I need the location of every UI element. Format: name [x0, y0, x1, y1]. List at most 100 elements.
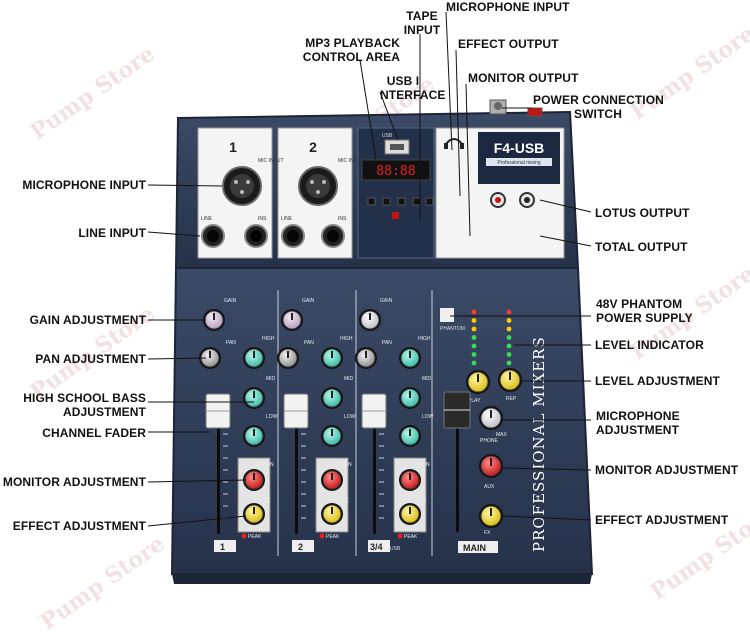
- low-text: LOW: [422, 414, 434, 420]
- jack-socket: [321, 224, 345, 248]
- jack-socket: [201, 224, 225, 248]
- mon-text: MON: [340, 462, 352, 468]
- effect-knob: [321, 503, 343, 525]
- model-name: F4-USB: [494, 140, 545, 156]
- xlr-connector-2: [298, 166, 338, 206]
- pan-knob: [277, 347, 299, 369]
- mic-input-text: MIC INPUT: [258, 158, 284, 164]
- leader-line: [445, 11, 453, 151]
- pan-text: PAN: [226, 340, 236, 346]
- effect-knob: [399, 503, 421, 525]
- peak-led: [241, 533, 247, 539]
- low-eq-knob: [399, 425, 421, 447]
- high-eq-knob: [399, 347, 421, 369]
- peak-text: PEAK: [326, 534, 340, 540]
- high-text: HIGH: [340, 336, 353, 342]
- line-text: LINE: [281, 216, 293, 222]
- label-total-output: TOTAL OUTPUT: [595, 240, 688, 254]
- label-microphone-input-top: MICROPHONE INPUT: [446, 0, 570, 14]
- level-led: [471, 352, 477, 357]
- play-text: PLAY: [468, 398, 481, 404]
- low-text: LOW: [266, 414, 278, 420]
- label-monitor-adjustment-left: MONITOR ADJUSTMENT: [2, 475, 146, 489]
- level-led: [471, 309, 477, 315]
- label-effect-output: EFFECT OUTPUT: [458, 37, 559, 51]
- monitor-knob: [321, 469, 343, 491]
- low-eq-knob: [321, 425, 343, 447]
- mid-eq-knob: [321, 387, 343, 409]
- ins-text: INS: [258, 216, 267, 222]
- mp3-button: [382, 197, 391, 206]
- rep-level-knob: [498, 368, 522, 392]
- peak-led: [397, 533, 403, 539]
- label-level-indicator: LEVEL INDICATOR: [595, 338, 704, 352]
- leader-line: [359, 59, 377, 161]
- high-text: HIGH: [262, 336, 275, 342]
- label-monitor-output: MONITOR OUTPUT: [468, 71, 579, 85]
- monitor-knob: [243, 469, 265, 491]
- gain-text: GAIN: [302, 298, 315, 304]
- leader-line: [539, 199, 592, 213]
- fader-track: [217, 404, 220, 534]
- fx-text: FX: [420, 498, 427, 504]
- rep-text: REP: [506, 396, 517, 402]
- high-eq-knob: [243, 347, 265, 369]
- aux-knob: [479, 454, 503, 478]
- effect-knob: [243, 503, 265, 525]
- high-eq-knob: [321, 347, 343, 369]
- level-led: [471, 318, 477, 323]
- ch-label-usb: USB: [390, 546, 401, 552]
- jack-socket: [281, 224, 305, 248]
- leader-line: [147, 231, 201, 237]
- level-led: [506, 352, 512, 357]
- low-text: LOW: [344, 414, 356, 420]
- ch-label-2: 2: [298, 542, 303, 552]
- leader-line: [501, 467, 592, 471]
- label-level-adjustment: LEVEL ADJUSTMENT: [595, 374, 720, 388]
- pan-text: PAN: [382, 340, 392, 346]
- mp3-display: 88:88: [376, 164, 415, 179]
- fader-track: [295, 404, 298, 534]
- model-sub: Professional mixing: [497, 160, 541, 166]
- label-channel-fader: CHANNEL FADER: [42, 426, 146, 440]
- mon-text: MON: [418, 462, 430, 468]
- fader-track: [373, 404, 376, 534]
- leader-line: [147, 357, 207, 360]
- leader-line: [465, 83, 471, 237]
- mid-text: MID: [422, 376, 432, 382]
- peak-text: PEAK: [248, 534, 262, 540]
- high-text: HIGH: [418, 336, 431, 342]
- leader-line: [147, 515, 247, 527]
- mp3-button: [425, 197, 434, 206]
- channel-2-number: 2: [309, 139, 317, 155]
- usb-text: USB: [382, 133, 393, 139]
- label-gain-adjustment: GAIN ADJUSTMENT: [29, 313, 146, 327]
- gain-text: GAIN: [224, 298, 237, 304]
- level-led: [506, 309, 512, 315]
- side-brand-text: PROFESSIONAL MIXERS: [530, 336, 548, 552]
- mp3-buttons: [367, 197, 434, 219]
- label-effect-adjustment-left: EFFECT ADJUSTMENT: [12, 519, 146, 533]
- level-led: [506, 360, 512, 366]
- xlr-connector-1: [222, 166, 262, 206]
- pan-text: PAN: [304, 340, 314, 346]
- peak-led: [319, 533, 325, 539]
- fx-text: FX: [342, 498, 349, 504]
- channel-1-number: 1: [229, 139, 237, 155]
- level-led: [471, 326, 477, 332]
- mp3-indicator: [392, 212, 399, 219]
- gain-knob: [359, 309, 381, 331]
- leader-lines: [147, 11, 592, 527]
- mid-text: MID: [344, 376, 354, 382]
- phantom-text: PHANTOM: [440, 326, 465, 332]
- level-indicator-leds: [471, 309, 512, 366]
- level-led: [471, 343, 477, 349]
- level-led: [506, 335, 512, 340]
- leader-line: [455, 49, 461, 197]
